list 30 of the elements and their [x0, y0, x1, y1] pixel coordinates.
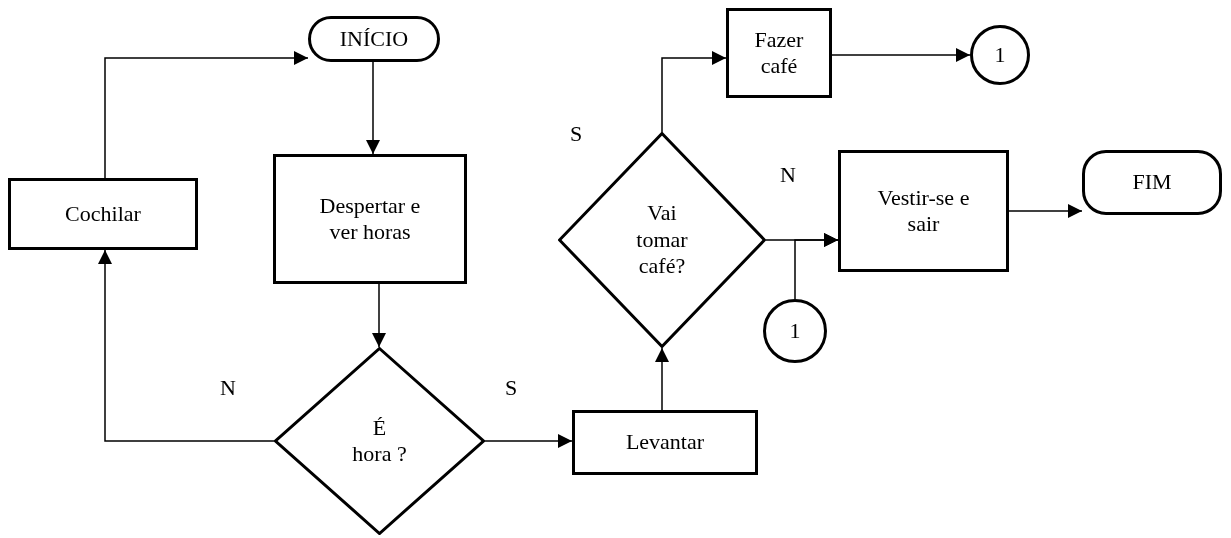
connector-circle [970, 25, 1030, 85]
connector-circle [763, 299, 827, 363]
node-text: 1 [788, 317, 802, 345]
arrow [655, 347, 669, 411]
process-box [838, 150, 1009, 272]
arrow [372, 283, 386, 348]
node-text: 1 [993, 41, 1007, 69]
node-text: FIM [1131, 169, 1173, 196]
node-text: Levantar [624, 429, 706, 456]
node-text: É hora ? [351, 414, 408, 468]
node-text: Despertar e ver horas [318, 192, 422, 246]
terminal-box [308, 16, 440, 62]
arrow [831, 48, 971, 62]
node-text: Vestir-se e sair [876, 184, 971, 238]
process-box [273, 154, 467, 284]
arrow [794, 233, 839, 300]
node-text: Fazer café [753, 26, 805, 80]
arrow [1008, 204, 1083, 218]
arrow [661, 51, 727, 133]
arrow [104, 51, 309, 179]
node-text: Vai tomar café? [635, 200, 689, 280]
arrow [366, 61, 380, 155]
process-box [726, 8, 832, 98]
arrow [98, 249, 275, 442]
process-box [8, 178, 198, 250]
terminal-box [1082, 150, 1222, 215]
arrow [484, 434, 573, 448]
node-text: Cochilar [64, 200, 142, 228]
process-box [572, 410, 758, 475]
node-text: INÍCIO [338, 25, 410, 53]
